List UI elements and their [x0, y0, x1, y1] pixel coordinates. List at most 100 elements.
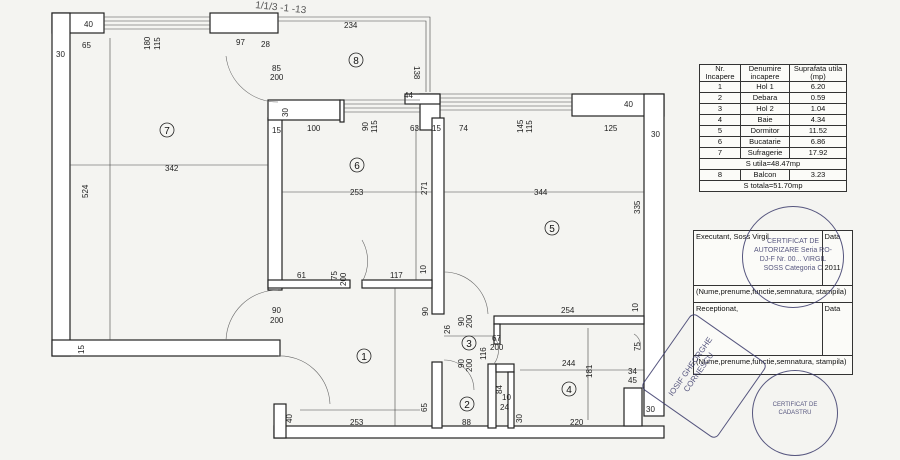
dim-text: 342 [165, 164, 179, 173]
dim-text: 30 [281, 108, 290, 117]
cell-area: 3.23 [789, 169, 847, 181]
dim-text: 200 [490, 343, 504, 352]
dim-text: 74 [459, 124, 468, 133]
dim-text: 116 [479, 347, 488, 360]
cell-area: 11.52 [789, 125, 847, 137]
header-name: Denumire incapere [740, 64, 790, 82]
s-totala: S totala=51.70mp [699, 180, 847, 192]
dim-text: 90 [421, 307, 430, 316]
dim-text: 335 [633, 200, 642, 214]
dim-text: 15 [77, 345, 86, 354]
dim-text: 90 [457, 317, 466, 326]
cell-nr: 6 [699, 136, 741, 148]
s-utila: S utila=48.47mp [699, 158, 847, 170]
cell-area: 1.04 [789, 103, 847, 115]
dim-text: 100 [307, 124, 321, 133]
dim-text: 45 [628, 376, 637, 385]
cell-name: Hol 1 [740, 81, 790, 93]
dim-text: 15 [272, 126, 281, 135]
dim-text: 138 [412, 66, 421, 80]
room-3-label: 3 [466, 339, 472, 350]
room-2-label: 2 [464, 400, 470, 411]
dim-text: 200 [270, 316, 284, 325]
cell-name: Dormitor [740, 125, 790, 137]
dim-text: 115 [525, 120, 534, 133]
dim-text: 90 [361, 122, 370, 131]
room-5-label: 5 [549, 224, 555, 235]
header-nr: Nr. Incapere [699, 64, 741, 82]
header-scrawl: 1/1/3 -1 -13 [255, 0, 307, 16]
dim-text: 40 [624, 100, 633, 109]
dim-text: 30 [515, 414, 524, 423]
dim-text: 10 [419, 265, 428, 274]
dim-text: 115 [153, 37, 162, 50]
dim-text: 84 [495, 385, 504, 394]
dim-text: 88 [462, 418, 471, 427]
cell-area: 17.92 [789, 147, 847, 159]
cell-area: 6.86 [789, 136, 847, 148]
dim-text: 234 [344, 21, 358, 30]
dim-text: 61 [297, 271, 306, 280]
dim-text: 85 [272, 64, 281, 73]
dim-text: 30 [56, 50, 65, 59]
cell-name: Baie [740, 114, 790, 126]
authorization-stamp: CERTIFICAT DE AUTORIZARE Seria RO-DJ-F N… [742, 206, 844, 308]
room-labels: 7 8 6 5 1 3 2 4 [159, 52, 577, 412]
dim-text: 67 [492, 334, 501, 343]
dim-text: 97 [236, 38, 245, 47]
receptionat-date-cell: Data [821, 302, 853, 356]
receptionat-cell: Receptionat, [693, 302, 823, 356]
cell-name: Balcon [740, 169, 790, 181]
cell-name: Hol 2 [740, 103, 790, 115]
dim-text: 30 [651, 130, 660, 139]
walls [51, 12, 665, 439]
room-1-label: 1 [361, 352, 367, 363]
dim-text: 145 [516, 119, 525, 133]
dim-text: 125 [604, 124, 618, 133]
room-7-label: 7 [164, 126, 170, 137]
executant-label: Executant, Soss Virgil [696, 232, 769, 241]
dimension-texts: 40 65 180 115 97 28 234 30 85 200 138 44… [56, 20, 660, 427]
cell-nr: 2 [699, 92, 741, 104]
cell-name: Debara [740, 92, 790, 104]
dim-text: 254 [561, 306, 575, 315]
cell-nr: 7 [699, 147, 741, 159]
cadastre-stamp: CERTIFICAT DE CADASTRU [752, 370, 838, 456]
cell-area: 0.59 [789, 92, 847, 104]
dim-text: 524 [81, 184, 90, 198]
dim-text: 30 [646, 405, 655, 414]
cell-name: Sufragerie [740, 147, 790, 159]
room-6-label: 6 [354, 161, 360, 172]
dim-text: 10 [631, 303, 640, 312]
table-header-row: Nr. Incapere Denumire incapere Suprafata… [699, 64, 847, 82]
stamp-text: CERTIFICAT DE AUTORIZARE Seria RO-DJ-F N… [753, 238, 833, 272]
header-area: Suprafata utila (mp) [789, 64, 847, 82]
dim-text: 90 [457, 359, 466, 368]
dim-text: 115 [370, 120, 379, 133]
dim-text: 44 [404, 91, 413, 100]
dim-text: 200 [465, 358, 474, 372]
cell-nr: 1 [699, 81, 741, 93]
dim-text: 10 [502, 393, 511, 402]
dim-text: 26 [443, 325, 452, 334]
dim-text: 181 [585, 364, 594, 378]
dim-text: 200 [465, 314, 474, 328]
cell-nr: 8 [699, 169, 741, 181]
dim-text: 28 [261, 40, 270, 49]
cell-nr: 3 [699, 103, 741, 115]
name-line2-cell: (Nume,prenume,functie,semnatura, stampil… [693, 355, 853, 375]
dim-text: 34 [628, 367, 637, 376]
dim-text: 63 [410, 124, 419, 133]
dim-text: 244 [562, 359, 576, 368]
stamp-text: CERTIFICAT DE CADASTRU [772, 402, 818, 416]
cell-area: 6.20 [789, 81, 847, 93]
cell-nr: 4 [699, 114, 741, 126]
dim-text: 75 [330, 271, 339, 280]
